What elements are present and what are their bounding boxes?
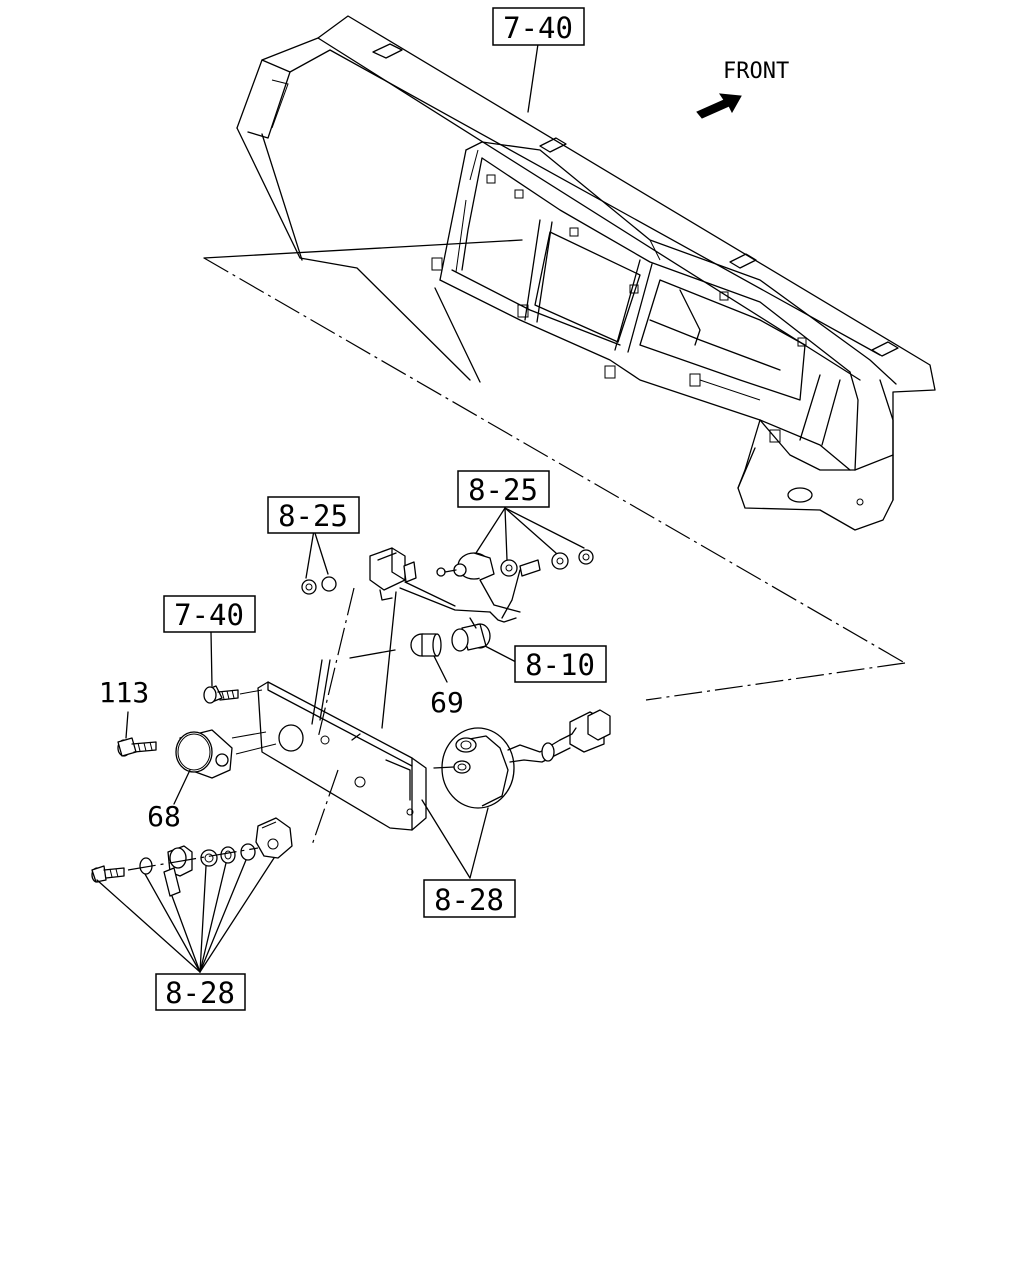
dash-knob-axis	[127, 847, 259, 871]
svg-text:8-28: 8-28	[165, 976, 235, 1010]
svg-text:8-28: 8-28	[434, 883, 504, 917]
nut-washer-pair	[301, 576, 337, 595]
leader-bracket-mid	[349, 649, 396, 659]
ref-box-nuts-ul: 8-25	[267, 496, 360, 534]
leader-horn-2	[469, 807, 489, 879]
switch-bracket	[257, 681, 427, 831]
leader-bracket-left-2	[311, 659, 323, 725]
svg-text:7-40: 7-40	[174, 598, 244, 632]
front-label: FRONT	[723, 59, 789, 84]
part-number-switch: 68	[147, 800, 181, 833]
part-number-bulb: 69	[430, 686, 464, 719]
leader-ref-dashboard	[527, 43, 539, 113]
dash-nuts-to-bracket	[317, 587, 355, 739]
leader-nuts-ul-2	[313, 529, 329, 575]
front-arrow-icon	[696, 93, 742, 119]
leader-bulb	[433, 655, 448, 683]
screw	[117, 737, 157, 757]
bulb-socket	[451, 617, 491, 652]
bolt-axis	[239, 689, 263, 695]
dashboard-panel	[236, 15, 936, 531]
dash-bracket-to-knob	[311, 769, 339, 846]
svg-text:7-40: 7-40	[503, 11, 573, 45]
dash-to-panel	[203, 257, 906, 664]
svg-text:8-25: 8-25	[278, 499, 348, 533]
leader-nuts-ur-3	[504, 507, 557, 554]
dash-to-panel-2	[645, 662, 906, 701]
bulb	[410, 633, 442, 657]
switch-body	[175, 729, 277, 779]
leader-screw	[125, 711, 129, 739]
leader-horn-1	[421, 799, 471, 879]
leader-nuts-ur-1	[475, 507, 506, 554]
part-number-screw: 113	[99, 676, 150, 709]
leader-socket	[484, 645, 517, 663]
leader-bracket-left	[319, 659, 331, 721]
buzzer-connector	[559, 709, 611, 753]
ref-box-horn: 8-28	[423, 879, 516, 918]
leader-switch	[173, 769, 191, 805]
rotary-switch	[436, 552, 495, 581]
leader-dashboard	[203, 239, 523, 259]
buzzer-unit	[433, 727, 571, 809]
leader-nuts-ur-2	[504, 507, 508, 561]
svg-text:8-25: 8-25	[468, 473, 538, 507]
ref-box-bulb: 8-10	[514, 645, 607, 683]
wire-harness	[479, 569, 521, 623]
ref-box-bottom: 8-28	[155, 973, 246, 1011]
leader-bolt	[210, 631, 213, 687]
ref-box-nuts-ur: 8-25	[457, 470, 550, 508]
knob-assembly	[91, 817, 293, 897]
connector-assembly	[369, 547, 491, 613]
mounting-bolt	[203, 685, 239, 704]
ref-box-dashboard: 7-40	[492, 7, 585, 46]
svg-text:8-10: 8-10	[525, 648, 595, 682]
washers-nuts-right	[500, 549, 594, 577]
leader-nuts-ul-1	[305, 529, 315, 579]
ref-box-bolt: 7-40	[163, 595, 256, 633]
leaders-bottom	[96, 857, 275, 973]
leader-nuts-ur-4	[504, 507, 585, 549]
leader-bracket-wire	[381, 591, 397, 729]
